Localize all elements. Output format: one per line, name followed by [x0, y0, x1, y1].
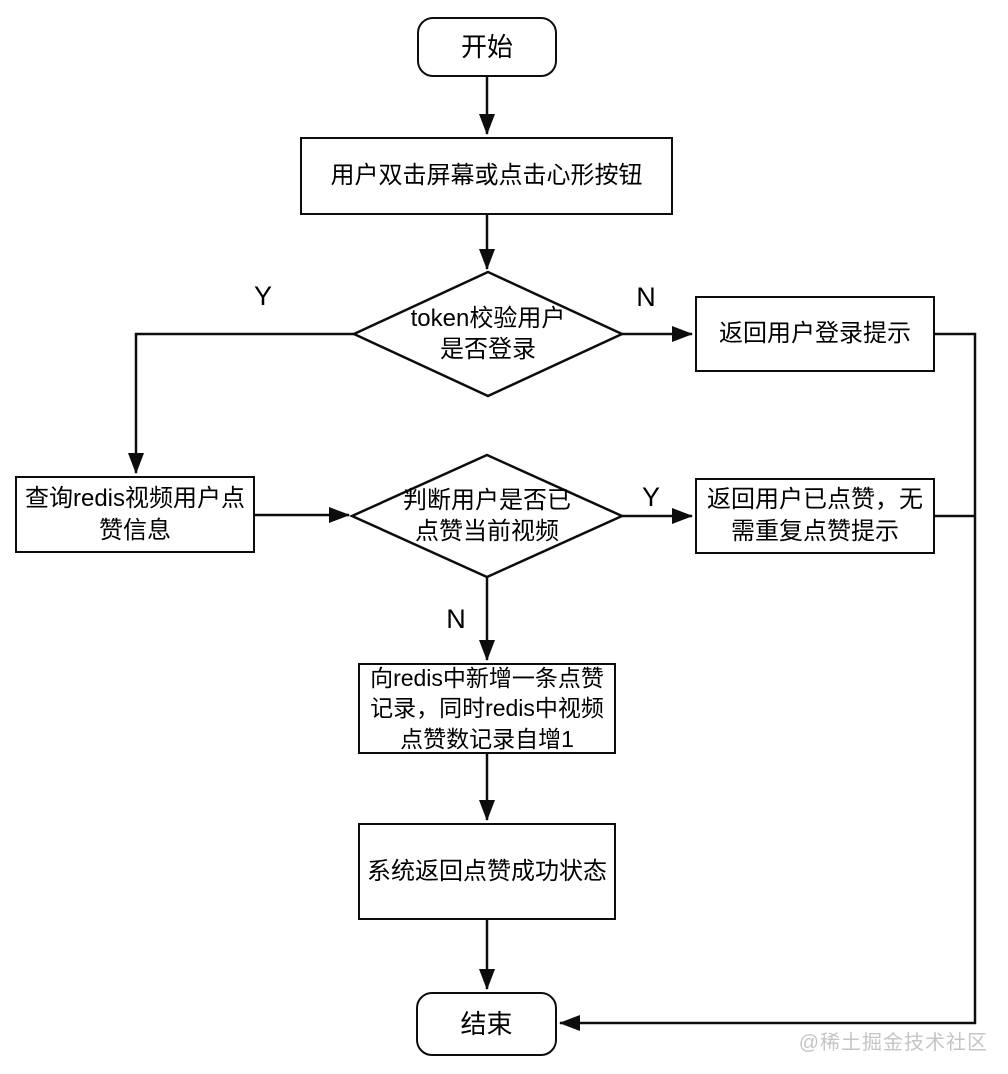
- add-like-record-node: 向redis中新增一条点赞 记录，同时redis中视频 点赞数记录自增1: [358, 663, 616, 754]
- token-check-diamond: [351, 270, 625, 398]
- end-node: 结束: [416, 992, 557, 1056]
- return-login-prompt-node: 返回用户登录提示: [695, 296, 935, 372]
- already-liked-diamond: [348, 453, 626, 579]
- juejin-watermark: @稀土掘金技术社区: [798, 1032, 988, 1054]
- return-already-liked-node: 返回用户已点赞，无 需重复点赞提示: [695, 478, 935, 554]
- user-action-node: 用户双击屏幕或点击心形按钮: [300, 137, 673, 215]
- token-check-decision-label: token校验用户 是否登录: [410, 304, 566, 363]
- query-redis-likes-node: 查询redis视频用户点 赞信息: [15, 476, 255, 553]
- already-liked-decision-label: 判断用户是否已 点赞当前视频: [403, 486, 571, 545]
- token-check-yes-label: Y: [253, 280, 272, 311]
- return-like-success-node: 系统返回点赞成功状态: [358, 823, 616, 920]
- edge-token-check-yes-to-query-redis: [128, 332, 354, 474]
- edge-return-login-rail-to-end: [559, 332, 977, 1031]
- token-check-no-label: N: [636, 281, 656, 312]
- start-node: 开始: [417, 17, 557, 77]
- already-liked-no-label: N: [446, 603, 466, 634]
- already-liked-yes-label: Y: [641, 481, 660, 512]
